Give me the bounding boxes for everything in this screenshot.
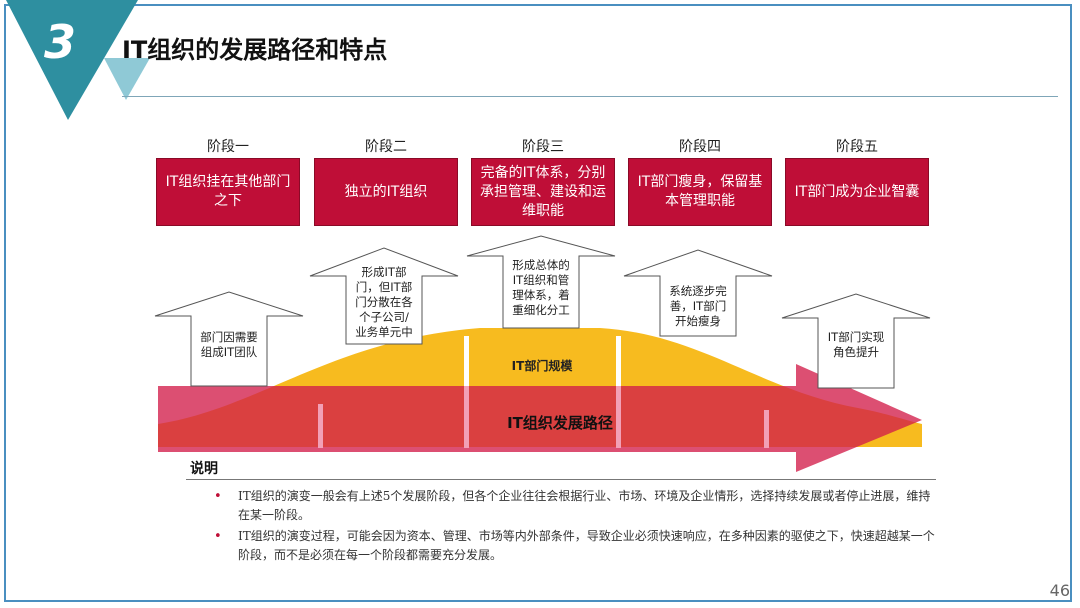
light-triangle	[104, 58, 150, 100]
section-number: 3	[44, 15, 76, 69]
arrow-text-1: 部门因需要 组成IT团队	[191, 330, 267, 360]
arrow-text-5: IT部门实现 角色提升	[818, 330, 894, 360]
path-arrow	[158, 364, 922, 472]
arrow-text-3: 形成总体的 IT组织和管 理体系，着 重细化分工	[503, 258, 579, 318]
arrow-text-3-line-1: 形成总体的	[512, 258, 570, 272]
arrow-text-5-line-2: 角色提升	[833, 345, 879, 359]
stage-label-3: 阶段三	[522, 139, 564, 155]
path-divider-4	[764, 410, 769, 448]
arrow-text-2: 形成IT部 门，但IT部 门分散在各 个子公司/ 业务单元中	[346, 265, 422, 340]
arrow-text-3-line-4: 重细化分工	[512, 303, 570, 317]
teal-triangle	[6, 0, 138, 120]
note-item-2: IT组织的演变过程，可能会因为资本、管理、市场等内外部条件，导致企业必须快速响应…	[238, 529, 935, 562]
slide-frame	[4, 4, 1072, 602]
up-arrow-3	[466, 235, 616, 329]
arrow-text-2-line-4: 个子公司/	[359, 310, 409, 324]
title-divider	[122, 96, 1058, 97]
arrow-text-4: 系统逐步完 善，IT部门 开始瘦身	[660, 284, 736, 329]
note-item-1: IT组织的演变一般会有上述5个发展阶段，但各个企业往往会根据行业、市场、环境及企…	[238, 489, 931, 522]
stage-box-5: IT部门成为企业智囊	[785, 158, 929, 226]
arrow-text-5-line-1: IT部门实现	[827, 330, 885, 344]
arrow-text-1-line-2: 组成IT团队	[200, 345, 258, 359]
up-arrow-1	[154, 291, 304, 387]
stage-box-1: IT组织挂在其他部门之下	[156, 158, 300, 226]
arrow-text-2-line-2: 门，但IT部	[355, 280, 413, 294]
bullet-icon: •	[214, 529, 222, 544]
section-badge: 3	[6, 0, 150, 120]
arrow-text-2-line-5: 业务单元中	[355, 325, 413, 339]
path-divider-1	[318, 404, 323, 448]
arrow-text-4-line-3: 开始瘦身	[675, 314, 721, 328]
arrow-text-3-line-3: 理体系，着	[512, 288, 570, 302]
arrow-text-1-line-1: 部门因需要	[200, 330, 258, 344]
stage-box-4: IT部门瘦身，保留基本管理职能	[628, 158, 772, 226]
arrow-text-4-line-2: 善，IT部门	[669, 299, 727, 313]
stage-label-4: 阶段四	[679, 139, 721, 155]
page-title: IT组织的发展路径和特点	[122, 36, 388, 64]
arrow-text-2-line-3: 门分散在各	[355, 295, 413, 309]
stage-label-2: 阶段二	[365, 139, 407, 155]
stage-label-5: 阶段五	[836, 139, 878, 155]
notes-divider	[186, 479, 936, 480]
arrow-text-4-line-1: 系统逐步完	[669, 284, 727, 298]
arrow-text-3-line-2: IT组织和管	[512, 273, 570, 287]
up-arrow-4	[623, 249, 773, 337]
stage-label-1: 阶段一	[207, 139, 249, 155]
stage-box-2: 独立的IT组织	[314, 158, 458, 226]
notes-title: 说明	[190, 461, 218, 477]
arrow-text-2-line-1: 形成IT部	[361, 265, 407, 279]
page-number: 46	[1049, 581, 1070, 600]
up-arrow-5	[781, 293, 931, 389]
bullet-icon: •	[214, 489, 222, 504]
path-divider-2	[464, 386, 469, 448]
scale-label: IT部门规模	[512, 358, 574, 373]
up-arrow-2	[309, 247, 459, 345]
path-label: IT组织发展路径	[507, 414, 613, 432]
stage-box-3: 完备的IT体系，分别承担管理、建设和运维职能	[471, 158, 615, 226]
path-divider-3	[616, 386, 621, 448]
